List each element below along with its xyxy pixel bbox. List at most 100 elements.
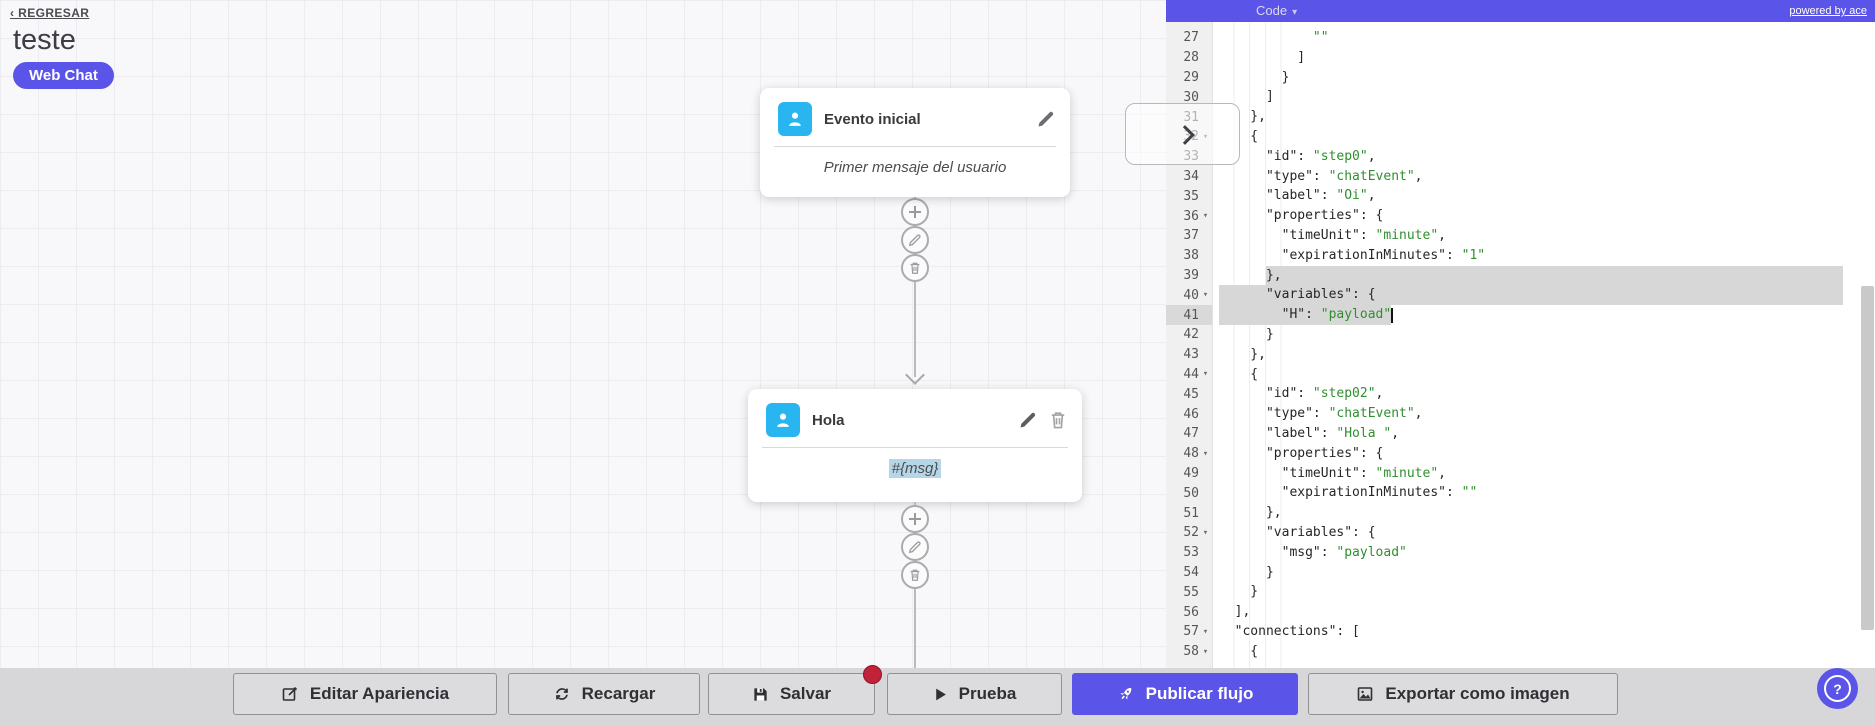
code-line-28[interactable]: ] [1219,49,1306,65]
fold-caret-icon[interactable]: ▾ [1202,527,1209,538]
test-button[interactable]: Prueba [887,673,1062,715]
gutter-line-46: 46 [1183,406,1199,422]
fold-caret-icon[interactable]: ▾ [1202,290,1209,301]
code-line-43[interactable]: }, [1219,346,1266,362]
code-line-34[interactable]: "type": "chatEvent", [1219,168,1423,184]
arrow-down-icon [905,365,925,385]
code-line-45[interactable]: "id": "step02", [1219,386,1384,402]
code-line-31[interactable]: }, [1219,109,1266,125]
export-image-button[interactable]: Exportar como imagen [1308,673,1618,715]
code-line-36[interactable]: "properties": { [1219,208,1384,224]
node-evento-inicial[interactable]: Evento inicial Primer mensaje del usuari… [760,88,1070,197]
code-line-40[interactable]: "variables": { [1213,285,1843,306]
edit-connection-button[interactable] [901,533,929,561]
gutter-line-50: 50 [1183,485,1199,501]
delete-node-icon[interactable] [1048,410,1068,430]
code-panel-collapse-handle[interactable] [1125,103,1240,165]
fold-caret-icon[interactable]: ▾ [1202,211,1209,222]
code-line-29[interactable]: } [1219,69,1290,85]
gutter-line-44[interactable]: 44▾ [1166,365,1212,385]
code-line-33[interactable]: "id": "step0", [1219,148,1376,164]
powered-by-ace-link[interactable]: powered by ace [1789,5,1867,17]
code-line-50[interactable]: "expirationInMinutes": "" [1219,485,1478,501]
gutter-line-48[interactable]: 48▾ [1166,444,1212,464]
edit-appearance-button[interactable]: Editar Apariencia [233,673,497,715]
edit-node-icon[interactable] [1036,109,1056,129]
gutter-line-42: 42 [1183,327,1199,343]
code-line-39[interactable]: }, [1213,265,1843,286]
delete-connection-button[interactable] [901,561,929,589]
gutter-line-55: 55 [1183,584,1199,600]
button-label: Publicar flujo [1145,684,1254,703]
gutter-line-58[interactable]: 58▾ [1166,642,1212,662]
code-line-48[interactable]: "properties": { [1219,445,1384,461]
code-line-54[interactable]: } [1219,564,1274,580]
gutter-line-40[interactable]: 40▾ [1166,285,1212,305]
delete-connection-button[interactable] [901,254,929,282]
help-button[interactable]: ? [1817,668,1858,709]
gutter-line-57[interactable]: 57▾ [1166,622,1212,642]
button-label: Exportar como imagen [1385,684,1570,703]
save-button[interactable]: Salvar [708,665,882,715]
button-label: Editar Apariencia [309,684,450,703]
channel-badge: Web Chat [13,62,114,89]
code-line-51[interactable]: }, [1219,505,1282,521]
code-line-47[interactable]: "label": "Hola ", [1219,425,1400,441]
fold-caret-icon[interactable]: ▾ [1202,448,1209,459]
plus-icon [909,206,921,218]
code-mode-label: Code [1256,3,1288,18]
flow-canvas[interactable]: ‹ REGRESAR teste Web Chat Evento inicial… [0,0,1166,668]
node-hola[interactable]: Hola #{msg} [748,389,1082,502]
code-line-55[interactable]: } [1219,584,1259,600]
text-cursor [1391,307,1394,323]
gutter-line-29: 29 [1183,69,1199,85]
code-line-46[interactable]: "type": "chatEvent", [1219,406,1423,422]
variable-chip: #{msg} [888,459,942,478]
code-line-53[interactable]: "msg": "payload" [1219,544,1407,560]
button-label: Salvar [779,684,832,703]
code-line-30[interactable]: ] [1219,89,1274,105]
gutter-line-36[interactable]: 36▾ [1166,206,1212,226]
pencil-icon [908,541,921,554]
divider [762,447,1068,448]
fold-caret-icon[interactable]: ▾ [1202,626,1209,637]
code-line-35[interactable]: "label": "Oi", [1219,188,1376,204]
back-link[interactable]: ‹ REGRESAR [10,6,90,20]
edit-node-icon[interactable] [1018,410,1038,430]
user-avatar-icon [766,403,800,437]
gutter-line-41: 41 [1166,305,1212,325]
gutter-line-52[interactable]: 52▾ [1166,523,1212,543]
gutter-line-51: 51 [1183,505,1199,521]
ace-editor[interactable]: 272829303132▾33343536▾37383940▾41424344▾… [1166,22,1875,668]
gutter-line-30: 30 [1183,89,1199,105]
editor-scrollbar-thumb[interactable] [1861,286,1874,630]
code-line-27[interactable]: "" [1312,30,1329,45]
publish-flow-button[interactable]: Publicar flujo [1072,673,1298,715]
add-step-button[interactable] [901,198,929,226]
node-title: Hola [812,411,845,429]
reload-button[interactable]: Recargar [508,673,700,715]
code-line-52[interactable]: "variables": { [1219,524,1376,540]
code-line-44[interactable]: { [1219,366,1259,382]
code-line-57[interactable]: "connections": [ [1219,623,1360,639]
bottom-toolbar: Editar Apariencia Recargar Salvar Prueba… [0,665,1875,726]
code-lines[interactable]: "" ] } ] }, { "id": "step0", "type": "ch… [1213,22,1843,668]
code-line-56[interactable]: ], [1219,604,1251,620]
code-mode-dropdown[interactable]: Code▾ [1256,0,1297,24]
gutter-line-28: 28 [1183,50,1199,66]
code-line-41[interactable]: "H": "payload" [1213,305,1843,325]
add-step-button[interactable] [901,505,929,533]
node-title: Evento inicial [824,110,921,128]
code-line-58[interactable]: { [1219,643,1259,659]
fold-caret-icon[interactable]: ▾ [1202,369,1209,380]
flow-title: teste [13,24,76,56]
rocket-icon [1119,687,1131,700]
connector-line [914,197,916,377]
code-line-42[interactable]: } [1219,326,1274,342]
edit-connection-button[interactable] [901,226,929,254]
fold-caret-icon[interactable]: ▾ [1202,646,1209,657]
code-line-32[interactable]: { [1250,128,1259,144]
code-line-37[interactable]: "timeUnit": "minute", [1219,227,1446,243]
code-line-38[interactable]: "expirationInMinutes": "1" [1219,247,1486,263]
code-line-49[interactable]: "timeUnit": "minute", [1219,465,1446,481]
